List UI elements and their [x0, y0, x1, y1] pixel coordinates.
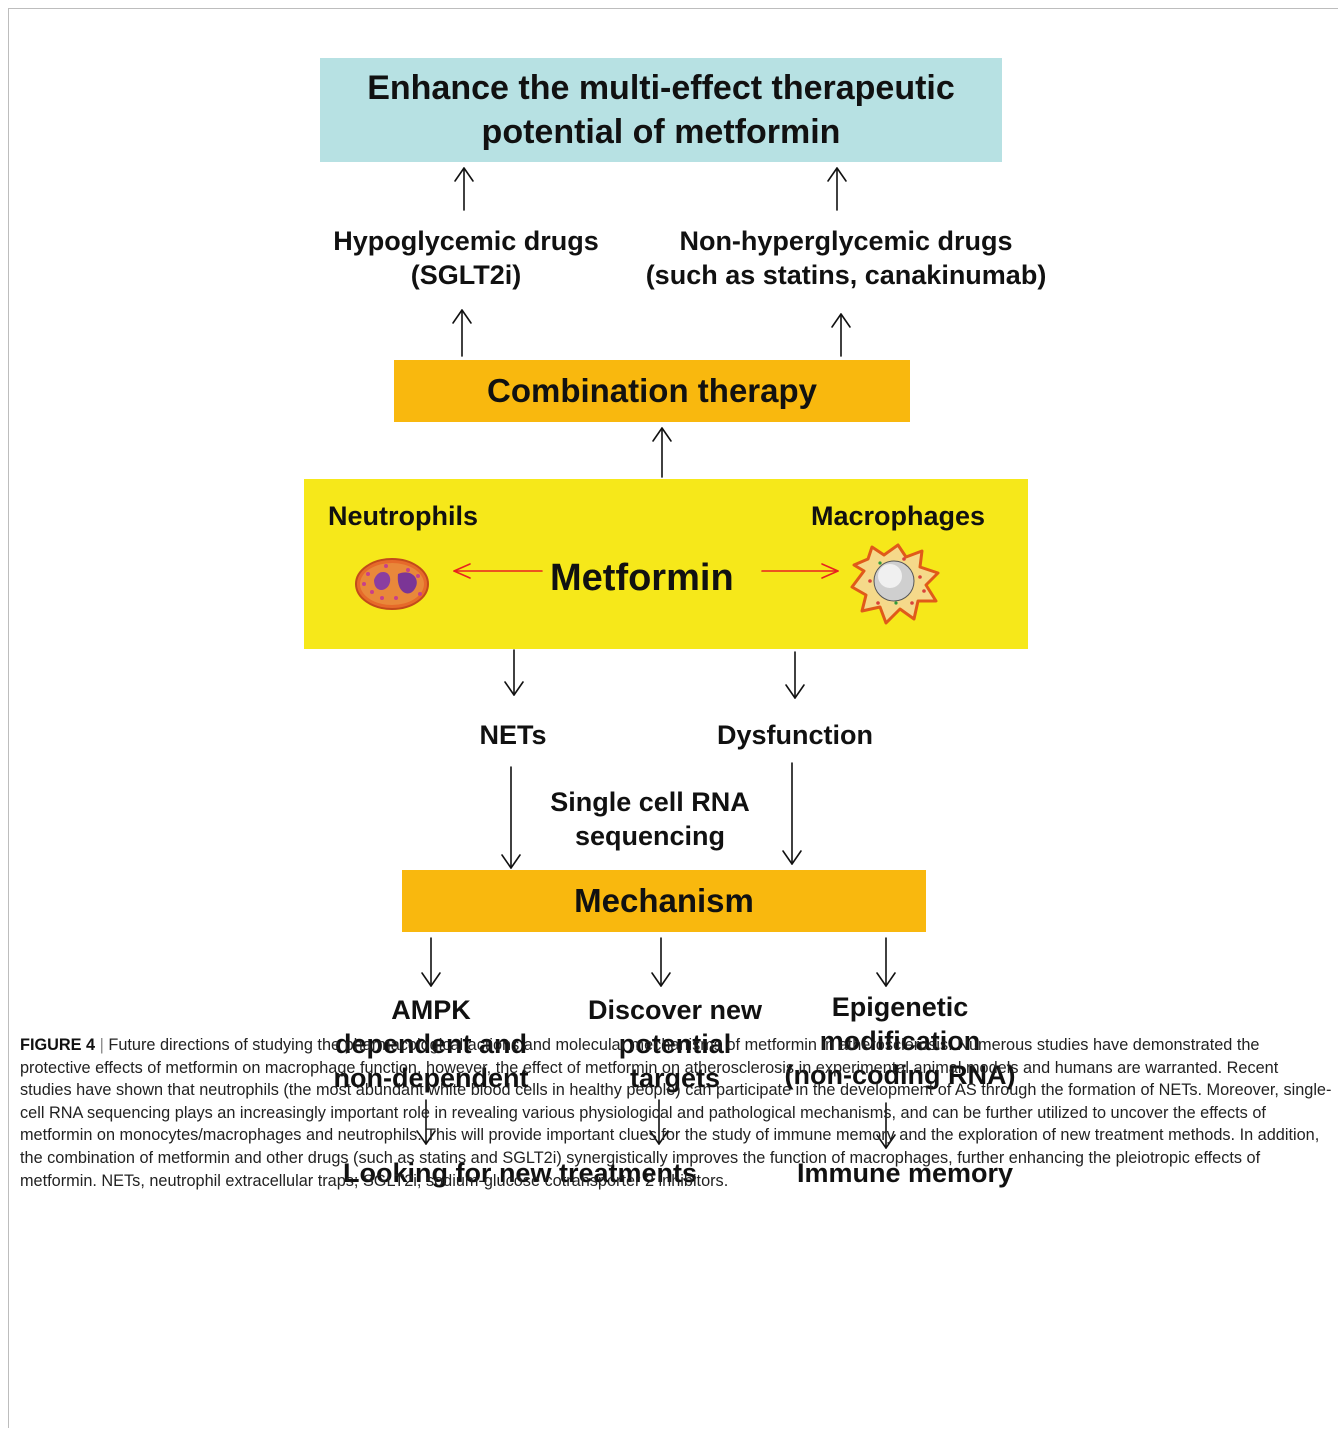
epigenetic-modification-label: Epigenetic modification (non-coding RNA) [784, 992, 1016, 1090]
arrow-down-epigenetic-to-immune [876, 1102, 896, 1149]
nets-label: NETs [479, 720, 547, 750]
new-treatments-label: Looking for new treatments [342, 1158, 698, 1188]
hypoglycemic-drugs-label: Hypoglycemic drugs (SGLT2i) [333, 226, 599, 290]
goal-text: Enhance the multi-effect therapeutic pot… [367, 69, 955, 151]
caption-text: Future directions of studying the pharma… [20, 1036, 1332, 1190]
combination-therapy-box: Combination therapy [394, 360, 910, 422]
immune-memory-label: Immune memory [796, 1158, 1014, 1188]
red-arrow-to-neutrophils [453, 563, 543, 579]
arrow-down-to-epigenetic [876, 937, 896, 987]
arrow-down-dysfunction-to-mechanism [782, 762, 802, 865]
arrow-down-to-ampk [421, 937, 441, 987]
single-cell-rna-sequencing-label: Single cell RNA sequencing [550, 787, 750, 851]
figure-number: FIGURE 4 [20, 1036, 96, 1054]
macrophage-cell-icon [850, 543, 940, 625]
arrow-up-combo-to-hypo [452, 309, 472, 357]
arrow-down-discover-to-treatments [649, 1099, 669, 1145]
goal-box: Enhance the multi-effect therapeutic pot… [320, 58, 1002, 162]
arrow-up-hypo-to-top [454, 167, 474, 211]
arrow-down-nets-to-mechanism [501, 766, 521, 869]
neutrophils-label: Neutrophils [328, 501, 479, 531]
neutrophil-cell-icon [355, 558, 429, 610]
arrow-up-nonhyper-to-top [827, 167, 847, 211]
arrow-down-to-discover [651, 937, 671, 987]
caption-separator: | [95, 1036, 109, 1054]
mechanism-box: Mechanism [402, 870, 926, 932]
arrow-down-ampk-to-treatments [416, 1099, 436, 1145]
combination-therapy-text: Combination therapy [486, 372, 818, 409]
dysfunction-label: Dysfunction [716, 720, 873, 750]
arrow-down-to-dysfunction [785, 651, 805, 699]
figure-caption: FIGURE 4 | Future directions of studying… [20, 1034, 1332, 1192]
macrophages-label: Macrophages [811, 501, 986, 531]
metformin-label: Metformin [550, 557, 734, 599]
red-arrow-to-macrophages [761, 563, 839, 579]
mechanism-text: Mechanism [574, 882, 754, 919]
non-hyperglycemic-drugs-label: Non-hyperglycemic drugs (such as statins… [645, 226, 1047, 290]
discover-targets-label: Discover new potential targets [587, 995, 763, 1093]
figure-frame [8, 8, 1338, 1428]
metformin-box: Neutrophils Macrophages Metformin [304, 479, 1028, 649]
arrow-up-metformin-to-combo [652, 427, 672, 478]
ampk-label: AMPK dependent and non-dependent [333, 995, 529, 1093]
arrow-up-combo-to-nonhyper [831, 313, 851, 357]
arrow-down-to-nets [504, 649, 524, 696]
